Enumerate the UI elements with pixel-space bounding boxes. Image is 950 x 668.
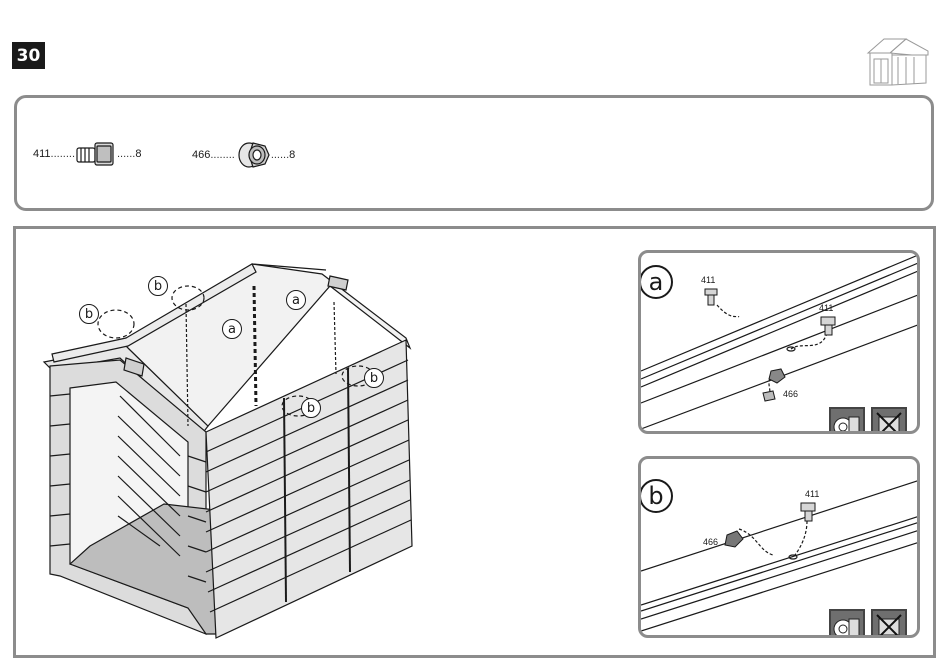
part-label-466: 466 — [783, 389, 798, 399]
part-label-411: 411 — [805, 489, 819, 499]
no-power-tool-icon — [871, 407, 907, 434]
step-number-badge: 30 — [12, 42, 45, 69]
detail-b-panel: b 411 466 — [638, 456, 920, 638]
part-quantity: 8 — [135, 148, 141, 160]
shed-thumbnail-icon — [862, 33, 934, 87]
part-label-466: 466 — [703, 537, 718, 547]
detail-a-label: a — [639, 265, 673, 299]
part-label-411: 411 — [701, 275, 715, 285]
hand-tighten-tool-icon — [829, 407, 865, 434]
bolt-icon — [75, 140, 117, 168]
callout-a: a — [222, 319, 242, 339]
part-466-row: 466 ........ ...... 8 — [192, 140, 295, 170]
hand-tighten-tool-icon — [829, 609, 865, 638]
no-power-tool-icon — [871, 609, 907, 638]
leader-dots: ........ — [210, 149, 234, 161]
parts-panel — [14, 95, 934, 211]
part-label-411: 411 — [819, 303, 833, 313]
part-number: 411 — [33, 148, 51, 160]
detail-a-panel: a 411 411 466 — [638, 250, 920, 434]
leader-dots: ........ — [51, 148, 75, 160]
qty-dots: ...... — [117, 148, 135, 160]
callout-b: b — [364, 368, 384, 388]
nut-icon — [235, 140, 271, 170]
callout-b: b — [148, 276, 168, 296]
callout-b: b — [79, 304, 99, 324]
qty-dots: ...... — [271, 149, 289, 161]
part-quantity: 8 — [289, 149, 295, 161]
part-411-row: 411 ........ ...... 8 — [33, 140, 141, 168]
callout-a: a — [286, 290, 306, 310]
detail-b-label: b — [639, 479, 673, 513]
part-number: 466 — [192, 149, 210, 161]
callout-b: b — [301, 398, 321, 418]
